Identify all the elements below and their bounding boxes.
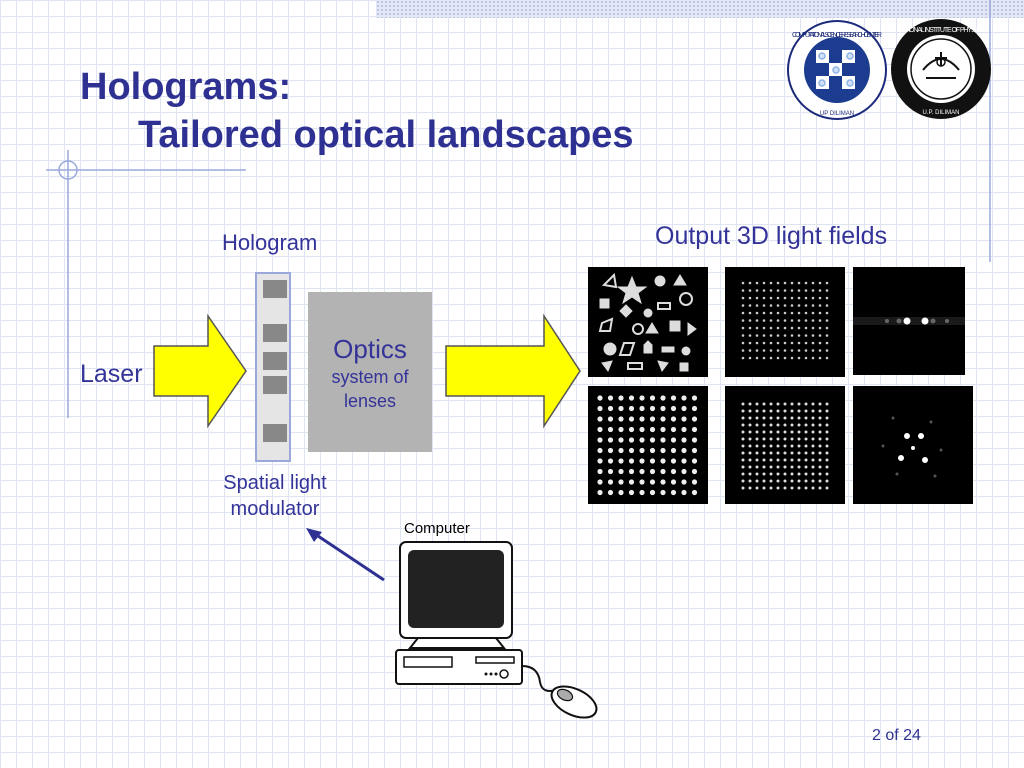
laser-arrow-icon xyxy=(153,313,247,429)
optics-title: Optics xyxy=(333,334,407,364)
slm-label: Spatial light modulator xyxy=(200,470,350,522)
slide-title-line1: Holograms: xyxy=(80,66,292,108)
computer-illustration xyxy=(306,528,598,719)
optics-sub-line1: system of xyxy=(331,367,409,387)
mouse-icon xyxy=(550,685,598,719)
csrc-logo-text: COMPUTATIONAL SCIENCE RESEARCH CENTER xyxy=(792,32,882,39)
nip-logo: NATIONAL INSTITUTE OF PHYSICS U.P. DILIM… xyxy=(891,19,991,119)
output-letter-grid-image xyxy=(725,267,845,377)
slm-label-line1: Spatial light xyxy=(223,472,327,494)
output-arrow-icon xyxy=(445,313,581,429)
csrc-logo-bottom: UP DILIMAN xyxy=(820,111,854,117)
output-label: Output 3D light fields xyxy=(655,222,888,250)
output-spot-cluster-image xyxy=(853,386,973,504)
optics-box: Optics system of lenses xyxy=(308,292,432,452)
output-dense-grid-image xyxy=(725,386,845,504)
optics-sub-line2: lenses xyxy=(343,391,397,411)
nip-logo-text: NATIONAL INSTITUTE OF PHYSICS xyxy=(898,27,984,34)
spatial-light-modulator xyxy=(255,272,291,462)
output-dot-array-image xyxy=(588,386,708,504)
page-number: 2 of 24 xyxy=(872,727,921,744)
laser-label: Laser xyxy=(80,360,143,388)
csrc-logo: COMPUTATIONAL SCIENCE RESEARCH CENTER UP… xyxy=(787,20,887,120)
slide-title-line2: Tailored optical landscapes xyxy=(138,114,634,156)
nip-logo-bottom: U.P. DILIMAN xyxy=(923,110,960,116)
computer-label: Computer xyxy=(404,520,470,537)
output-sparse-spots-image xyxy=(853,267,965,375)
output-shapes-image xyxy=(588,267,708,377)
slm-label-line2: modulator xyxy=(230,498,320,520)
header-band xyxy=(376,0,1024,18)
hologram-label: Hologram xyxy=(222,230,318,255)
